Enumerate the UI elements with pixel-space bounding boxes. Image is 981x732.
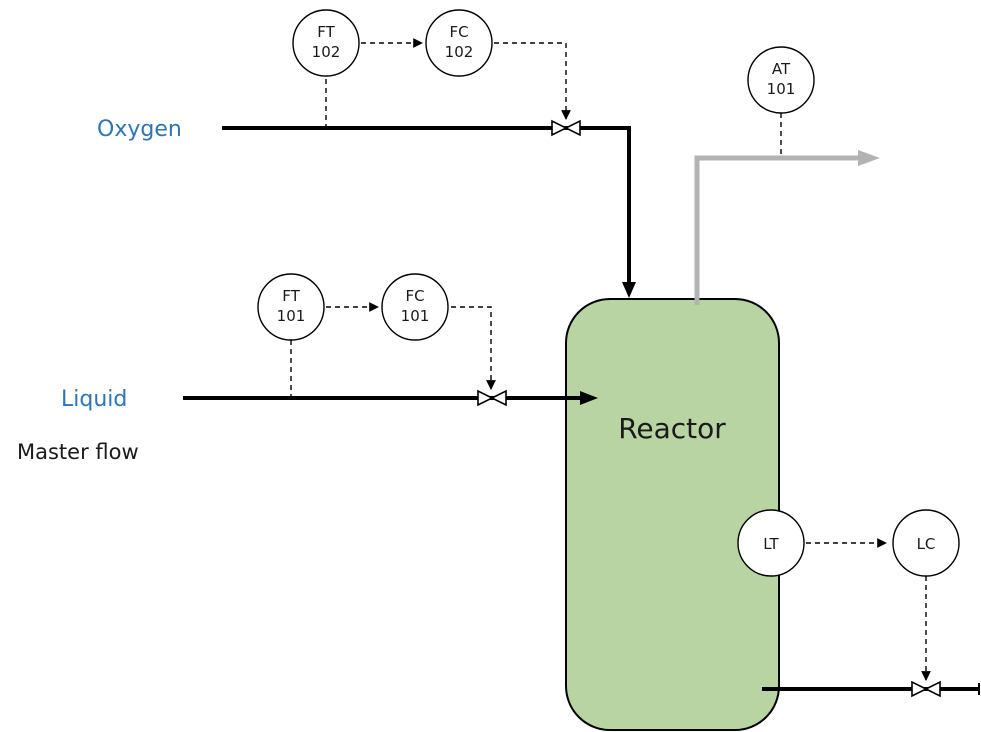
master-flow-label: Master flow xyxy=(17,440,139,464)
ft101-tag: FT xyxy=(282,287,300,305)
oxygen-pipe-arrow xyxy=(622,282,636,298)
fc101-number: 101 xyxy=(401,307,430,325)
oxygen-pipe xyxy=(222,126,631,287)
signal-fc102-to-valve xyxy=(494,42,571,120)
liquid-label: Liquid xyxy=(61,387,127,412)
fc102-bubble: FC 102 xyxy=(425,9,493,77)
liquid-control-valve xyxy=(477,389,507,407)
oxygen-label: Oxygen xyxy=(97,117,182,142)
ft102-number: 102 xyxy=(312,43,341,61)
vent-arrow xyxy=(858,150,880,166)
oxygen-control-valve xyxy=(551,119,581,137)
ft102-bubble: FT 102 xyxy=(292,9,360,77)
at101-bubble: AT 101 xyxy=(747,46,815,114)
ft101-number: 101 xyxy=(277,307,306,325)
ft101-bubble: FT 101 xyxy=(257,273,325,341)
signal-fc101-to-valve xyxy=(451,306,496,390)
reactor-label: Reactor xyxy=(618,412,726,445)
outlet-control-valve xyxy=(911,680,941,698)
lt-tag: LT xyxy=(763,535,779,553)
fc101-bubble: FC 101 xyxy=(381,273,449,341)
ft102-tag: FT xyxy=(317,23,335,41)
reactor-vessel xyxy=(565,298,780,731)
fc101-tag: FC xyxy=(405,287,424,305)
at101-tag: AT xyxy=(772,60,791,78)
at101-number: 101 xyxy=(767,80,796,98)
fc102-number: 102 xyxy=(445,43,474,61)
fc102-tag: FC xyxy=(449,23,468,41)
lc-tag: LC xyxy=(917,535,936,553)
lt-bubble: LT xyxy=(737,509,805,577)
lc-bubble: LC xyxy=(892,509,960,577)
liquid-pipe-arrow xyxy=(580,391,598,405)
vent-line xyxy=(694,155,860,305)
